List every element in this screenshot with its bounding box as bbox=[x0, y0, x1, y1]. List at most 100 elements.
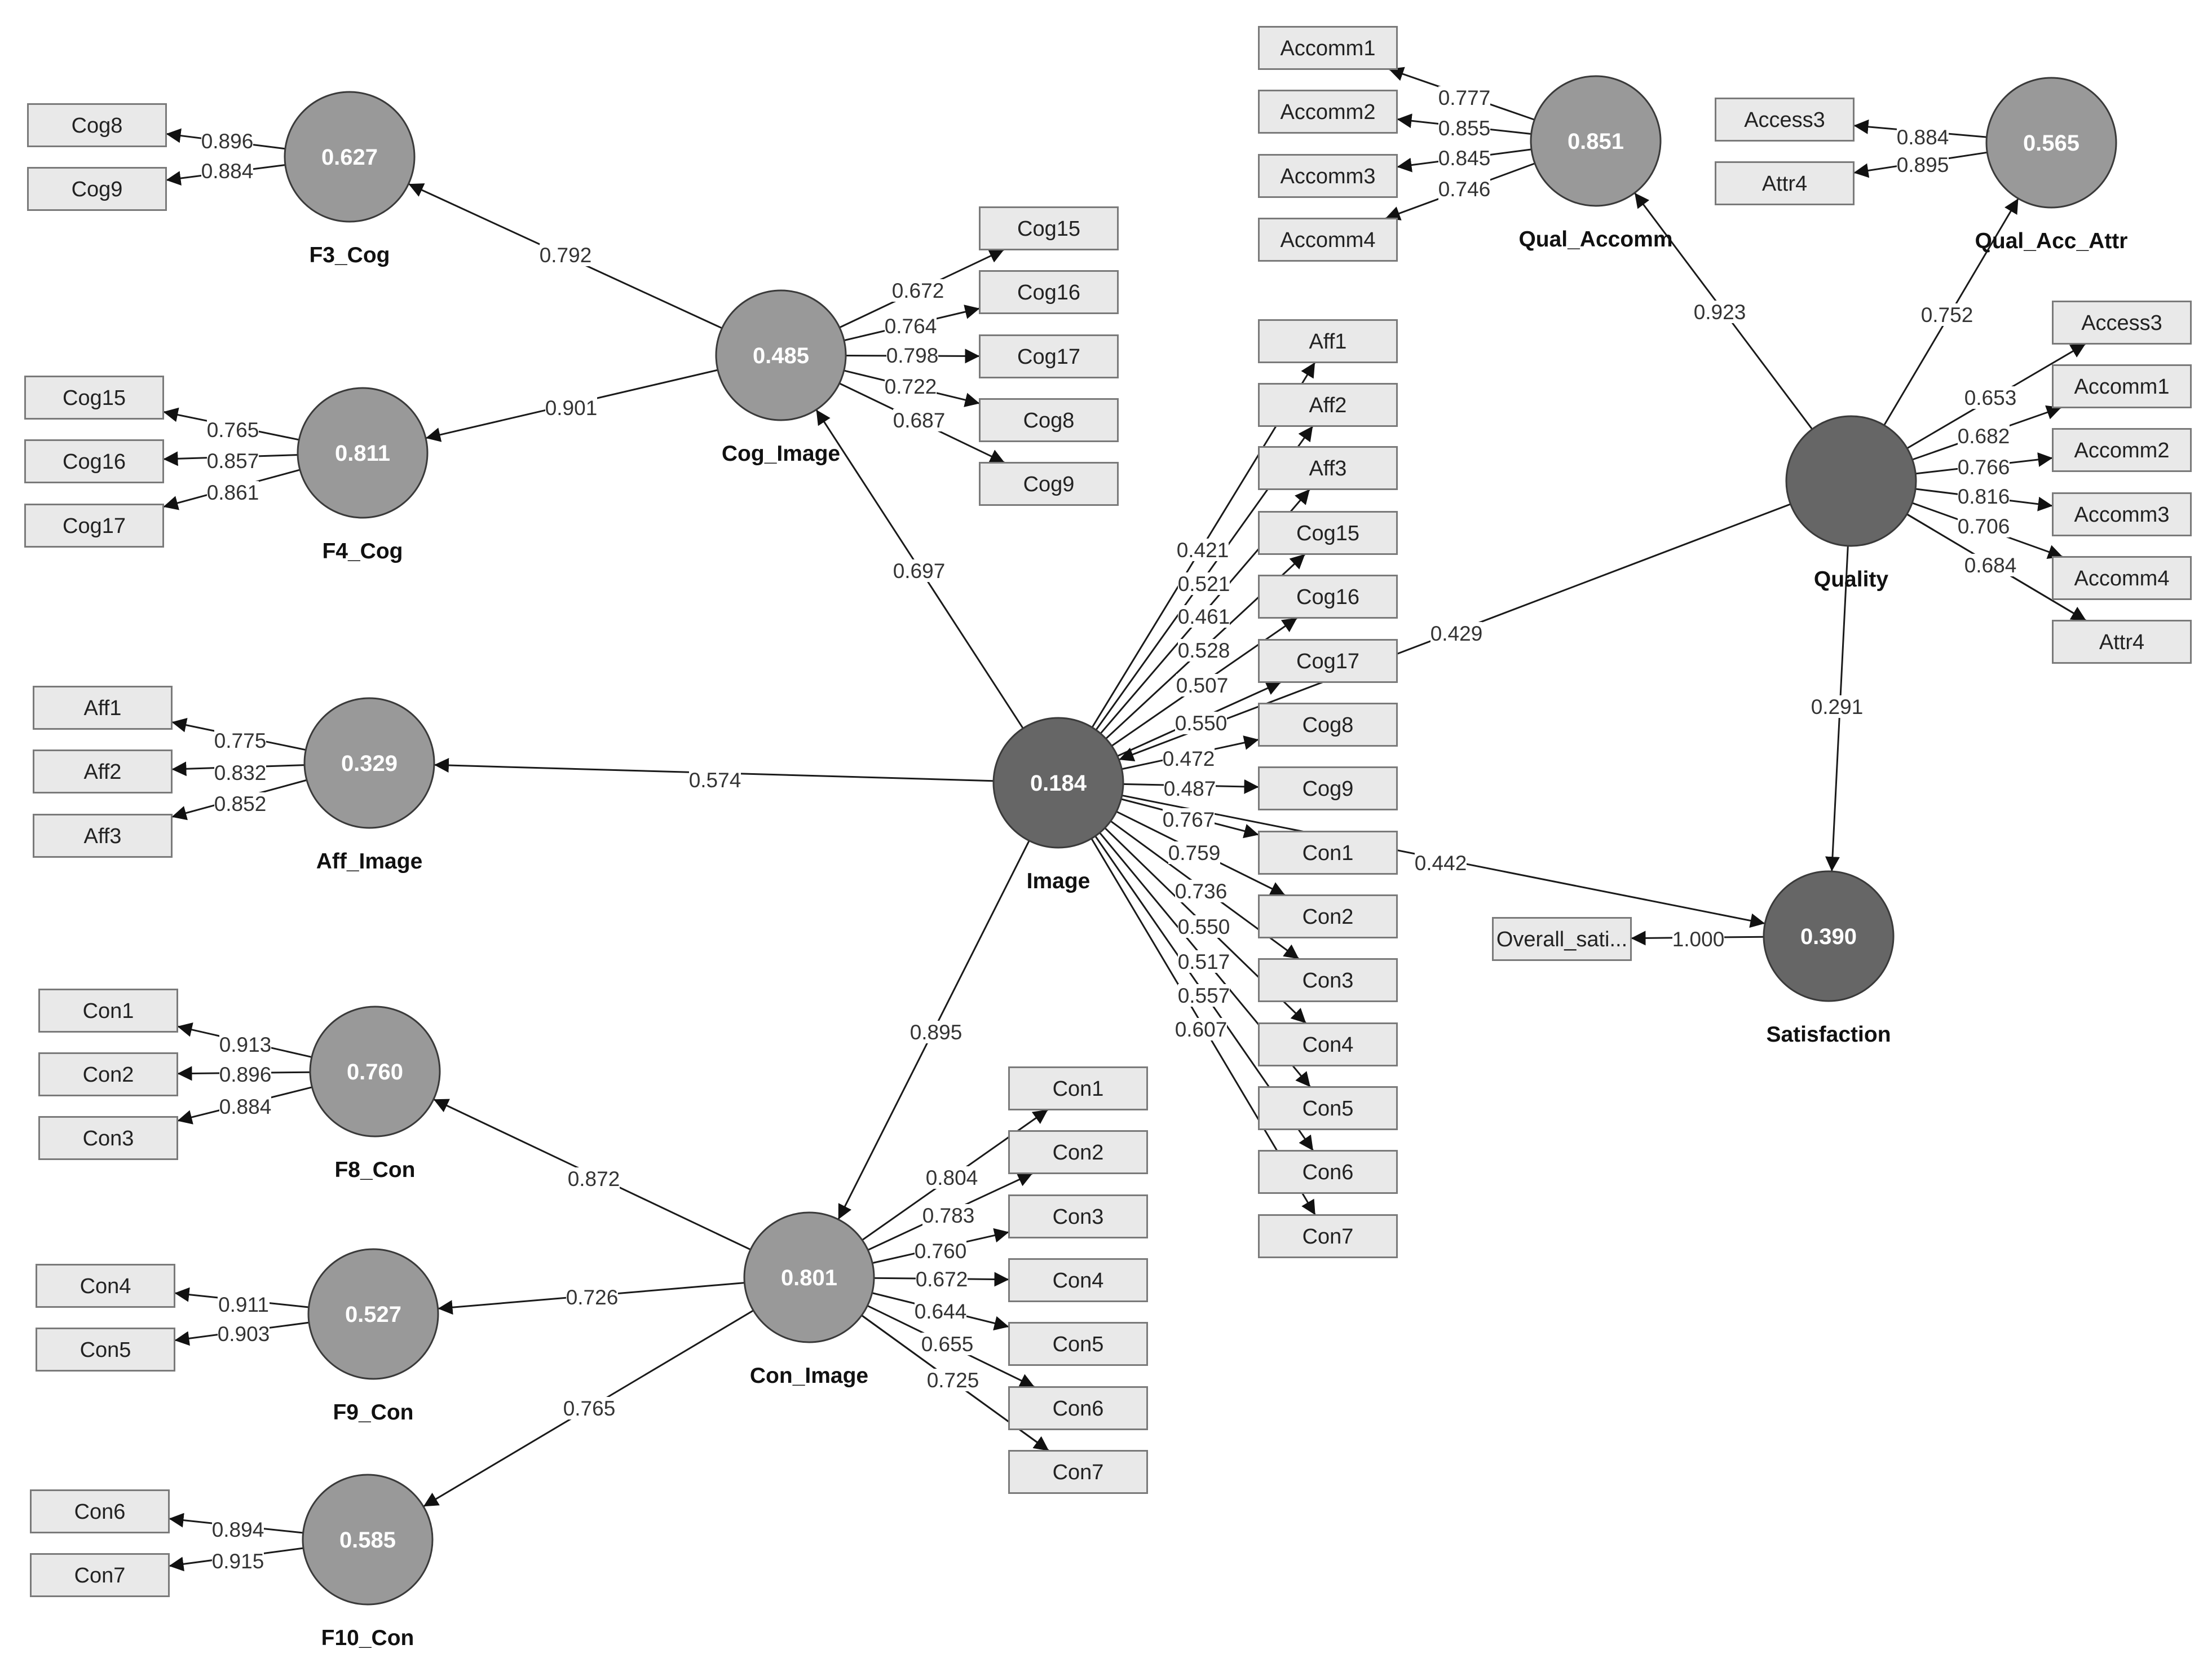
indicator-i_f8_con1[interactable]: Con1 bbox=[38, 989, 178, 1033]
indicator-i_cn_con5[interactable]: Con5 bbox=[1008, 1322, 1148, 1366]
indicator-label: Accomm3 bbox=[2074, 503, 2170, 527]
indicator-i_acc4[interactable]: Accomm4 bbox=[1258, 218, 1398, 262]
indicator-box bbox=[979, 462, 1119, 506]
latent-name: F3_Cog bbox=[309, 243, 390, 267]
coefficient-value: 0.521 bbox=[1178, 572, 1230, 596]
indicator-i_f8_con2[interactable]: Con2 bbox=[38, 1052, 178, 1096]
r-squared-value: 0.390 bbox=[1800, 924, 1857, 949]
indicator-i_im_cog9[interactable]: Cog9 bbox=[1258, 766, 1398, 810]
indicator-i_f4_cog16[interactable]: Cog16 bbox=[24, 439, 164, 483]
path-coefficient: 0.845 bbox=[1438, 147, 1490, 170]
indicator-i_im_con6[interactable]: Con6 bbox=[1258, 1150, 1398, 1194]
indicator-i_acc2[interactable]: Accomm2 bbox=[1258, 90, 1398, 134]
indicator-i_cn_con1[interactable]: Con1 bbox=[1008, 1066, 1148, 1110]
indicator-i_ci_cog9[interactable]: Cog9 bbox=[979, 462, 1119, 506]
indicator-i_q_attr4[interactable]: Attr4 bbox=[2052, 620, 2192, 664]
path-coefficient: 0.765 bbox=[207, 418, 259, 442]
label-layer: 0.8960.8840.7650.8570.8610.7750.8320.852… bbox=[201, 86, 2017, 1573]
indicator-i_cn_con4[interactable]: Con4 bbox=[1008, 1258, 1148, 1302]
indicator-i_aff3[interactable]: Aff3 bbox=[33, 814, 173, 858]
coefficient-background bbox=[689, 769, 741, 791]
indicator-i_f4_cog17[interactable]: Cog17 bbox=[24, 504, 164, 548]
indicator-i_q_access3[interactable]: Access3 bbox=[2052, 301, 2192, 345]
indicator-i_ci_cog17[interactable]: Cog17 bbox=[979, 334, 1119, 378]
indicator-label: Con1 bbox=[1053, 1077, 1104, 1101]
coefficient-background bbox=[1964, 554, 2016, 576]
indicator-i_aff1[interactable]: Aff1 bbox=[33, 686, 173, 730]
indicator-i_im_cog8[interactable]: Cog8 bbox=[1258, 703, 1398, 747]
coefficient-background bbox=[212, 1518, 264, 1541]
indicator-i_ci_cog8[interactable]: Cog8 bbox=[979, 398, 1119, 442]
indicator-box bbox=[1008, 1066, 1148, 1110]
indicator-i_aff2[interactable]: Aff2 bbox=[33, 749, 173, 793]
indicator-i_im_aff1[interactable]: Aff1 bbox=[1258, 319, 1398, 363]
coefficient-value: 0.901 bbox=[545, 396, 598, 420]
indicator-i_f9_con5[interactable]: Con5 bbox=[36, 1328, 175, 1372]
indicator-i_cn_con7[interactable]: Con7 bbox=[1008, 1450, 1148, 1494]
indicator-i_im_cog17[interactable]: Cog17 bbox=[1258, 639, 1398, 683]
latent-Quality[interactable]: Quality bbox=[1785, 415, 1917, 592]
indicator-i_ci_cog15[interactable]: Cog15 bbox=[979, 206, 1119, 250]
indicator-i_im_con2[interactable]: Con2 bbox=[1258, 894, 1398, 938]
indicator-i_f3_cog8[interactable]: Cog8 bbox=[27, 103, 167, 147]
coefficient-background bbox=[1958, 515, 2010, 537]
indicator-i_f4_cog15[interactable]: Cog15 bbox=[24, 376, 164, 420]
indicator-i_f10_con6[interactable]: Con6 bbox=[30, 1489, 170, 1533]
indicator-i_f10_con7[interactable]: Con7 bbox=[30, 1553, 170, 1597]
coefficient-background bbox=[214, 729, 266, 752]
indicator-i_f3_cog9[interactable]: Cog9 bbox=[27, 167, 167, 211]
coefficient-value: 0.894 bbox=[212, 1518, 264, 1541]
indicator-i_qa_access3[interactable]: Access3 bbox=[1715, 98, 1855, 142]
coefficient-value: 0.816 bbox=[1958, 485, 2010, 508]
coefficient-value: 0.872 bbox=[568, 1167, 620, 1191]
indicator-i_im_aff2[interactable]: Aff2 bbox=[1258, 383, 1398, 427]
indicator-box bbox=[1258, 639, 1398, 683]
indicator-i_q_accomm2[interactable]: Accomm2 bbox=[2052, 428, 2192, 472]
indicator-i_q_accomm4[interactable]: Accomm4 bbox=[2052, 556, 2192, 600]
path-coefficient: 0.895 bbox=[1897, 153, 1949, 177]
indicator-i_im_cog16[interactable]: Cog16 bbox=[1258, 575, 1398, 619]
indicator-i_cn_con6[interactable]: Con6 bbox=[1008, 1386, 1148, 1430]
path-coefficient: 0.792 bbox=[540, 244, 591, 267]
indicator-i_f8_con3[interactable]: Con3 bbox=[38, 1116, 178, 1160]
indicator-i_im_con5[interactable]: Con5 bbox=[1258, 1086, 1398, 1130]
indicator-i_ci_cog16[interactable]: Cog16 bbox=[979, 270, 1119, 314]
indicator-i_acc1[interactable]: Accomm1 bbox=[1258, 26, 1398, 70]
indicator-i_q_accomm1[interactable]: Accomm1 bbox=[2052, 364, 2192, 408]
indicator-i_overall[interactable]: Overall_sati... bbox=[1492, 917, 1632, 961]
indicator-i_im_con7[interactable]: Con7 bbox=[1258, 1214, 1398, 1258]
coefficient-value: 0.746 bbox=[1438, 178, 1491, 201]
indicator-i_qa_attr4[interactable]: Attr4 bbox=[1715, 161, 1855, 205]
indicator-i_im_cog15[interactable]: Cog15 bbox=[1258, 511, 1398, 555]
coefficient-value: 0.752 bbox=[1921, 303, 1973, 327]
indicator-label: Cog9 bbox=[72, 178, 123, 201]
indicator-i_im_con1[interactable]: Con1 bbox=[1258, 831, 1398, 875]
path-coefficient: 0.884 bbox=[201, 160, 253, 183]
indicator-i_cn_con3[interactable]: Con3 bbox=[1008, 1194, 1148, 1238]
path-coefficient: 0.442 bbox=[1415, 852, 1467, 875]
coefficient-background bbox=[1178, 915, 1230, 938]
coefficient-value: 0.653 bbox=[1964, 386, 2017, 409]
indicator-i_im_con4[interactable]: Con4 bbox=[1258, 1022, 1398, 1066]
indicator-i_im_aff3[interactable]: Aff3 bbox=[1258, 446, 1398, 490]
indicator-i_cn_con2[interactable]: Con2 bbox=[1008, 1130, 1148, 1174]
indicator-label: Con7 bbox=[74, 1564, 126, 1588]
path-coefficient: 0.923 bbox=[1694, 301, 1746, 324]
indicator-i_im_con3[interactable]: Con3 bbox=[1258, 958, 1398, 1002]
indicator-i_acc3[interactable]: Accomm3 bbox=[1258, 154, 1398, 198]
indicator-i_f9_con4[interactable]: Con4 bbox=[36, 1264, 175, 1308]
coefficient-value: 0.574 bbox=[689, 769, 741, 792]
indicator-i_q_accomm3[interactable]: Accomm3 bbox=[2052, 492, 2192, 536]
